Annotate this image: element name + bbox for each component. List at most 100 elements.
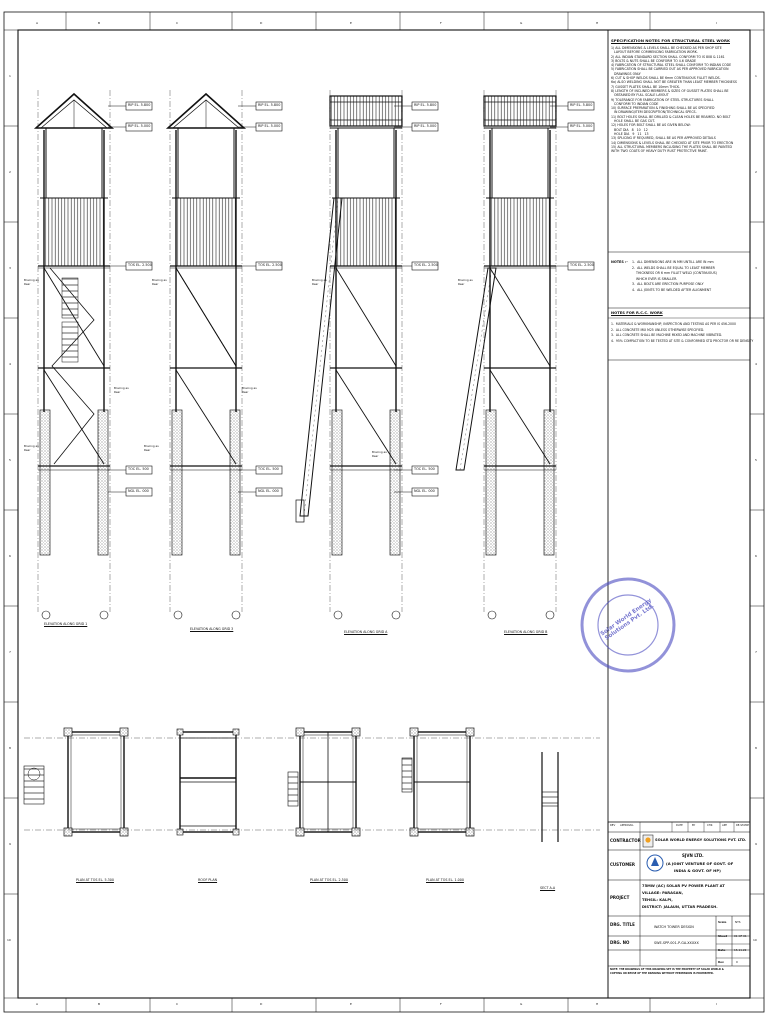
grid-number: 9 — [755, 842, 757, 846]
grid-letter: C — [176, 21, 179, 25]
plan-label: PLAN AT TOS EL. 1.000 — [426, 878, 464, 882]
grid-letter: G — [520, 1002, 523, 1006]
grid-number: 7 — [9, 650, 11, 654]
note-line: 3. ALL CONCRETE SHALL BE MACHINE MIXED A… — [611, 333, 723, 338]
level-ridge: RIP EL. 5.800 — [258, 103, 281, 107]
grid-letter: I — [716, 1002, 717, 1006]
contractor-name: SOLAR WORLD ENERGY SOLUTIONS PVT. LTD. — [655, 838, 747, 842]
level-floor: TOS EL. 2.500 — [414, 263, 438, 267]
note-line: 3) BOLTS & NUTS SHALL BE CONFORM TO 4.6 … — [611, 58, 697, 63]
plan-label: PLAN AT TOS EL. 5.300 — [76, 878, 114, 882]
note-line: 1. MATERIALS & WORKMANSHIP, INSPECTION A… — [611, 322, 736, 326]
project-line: 75MW (AC) SOLAR PV POWER PLANT AT — [642, 884, 725, 888]
note-line: THICKNESS OR 6 mm FILLET WELD (CONTINUOU… — [632, 271, 717, 276]
grid-letter: E — [350, 21, 352, 25]
note-line: 5) FABRICATION SHALL BE CARRIED OUT AS P… — [611, 67, 729, 72]
drg-no-label: DRG. NO — [610, 940, 630, 945]
rev-header: APPROVAL — [620, 824, 634, 827]
company-stamp — [580, 577, 676, 673]
bracing-note: Bracing as Rear — [242, 386, 257, 394]
note-line: 4. 95% COMPACTION TO BE TESTED AT SITE &… — [611, 338, 754, 343]
scale-label: Scale — [718, 920, 727, 924]
grid-number: 5 — [9, 458, 11, 462]
grid-letter: H — [596, 1002, 599, 1006]
level-eave: RIP EL. 5.000 — [570, 124, 593, 128]
elevation-grid-a — [295, 90, 403, 620]
note-line: 13) SPLICING IF REQUIRED, SHALL BE AS PE… — [611, 136, 716, 141]
note-line: CONFORM TO INDIAN CODE — [611, 101, 659, 106]
note-line: HOLE SHALL BE GAS CUT. — [611, 119, 655, 124]
grid-letter: C — [176, 1002, 179, 1006]
drg-no: SWE-SPP-001-P-GA-XXXXX — [654, 941, 699, 945]
grid-number: 6 — [755, 554, 757, 558]
note-line: 3. ALL BOLTS ARE ERECTION PURPOSE ONLY — [632, 282, 704, 287]
grid-number: 1 — [9, 74, 11, 78]
note-line: 2. ALL CONCRETE MIX M25 UNLESS OTHERWISE… — [611, 327, 705, 332]
plan-label: ROOF PLAN — [198, 878, 218, 882]
grid-letter: H — [596, 21, 599, 25]
note-line: 7) GUSSET PLATES SHALL BE 10mm THICK. — [611, 84, 681, 89]
date-label: Date — [718, 948, 726, 952]
customer-line: (A JOINT VENTURE OF GOVT. OF — [666, 861, 734, 866]
note-line: 4. ALL JOINTS TO BE WELDED AFTER ALIGNME… — [632, 287, 712, 292]
grid-number: 3 — [755, 266, 757, 270]
project-line: VILLAGE: PARASAN, — [642, 891, 683, 895]
note-line: HOLE DIA 9 11 13 — [611, 131, 649, 136]
contractor-label: CONTRACTOR — [610, 838, 641, 843]
title-block-note: COPYING OR REUSE OF THE DRAWING WITHOUT … — [610, 972, 714, 975]
bracing-note: Bracing as Rear — [458, 278, 473, 286]
rev-header: CHK — [707, 824, 713, 827]
note-line: DRAWINGS ONLY — [611, 71, 641, 76]
bracing-note: Bracing as Rear — [24, 278, 39, 286]
grid-letter: F — [440, 21, 442, 25]
bracing-note: Bracing as Rear — [372, 450, 387, 458]
grid-number: 3 — [9, 266, 11, 270]
level-ridge: RIP EL. 5.800 — [570, 103, 593, 107]
note-line: WITH TWO COATS OF HEAVY DUTY RUST PROTEC… — [611, 149, 708, 154]
grid-letter: F — [440, 1002, 442, 1006]
notes-label: NOTES :- — [611, 260, 628, 264]
note-line: 4) FABRICATION OF STRUCTURAL STEEL SHALL… — [611, 63, 732, 68]
note-line: 6) CUT & SHOP WELDS SHALL BE 6mm CONTINU… — [611, 76, 721, 81]
rev-header: DATE — [676, 824, 683, 827]
grid-letter: B — [98, 21, 101, 25]
rev-value: 0 — [736, 960, 738, 964]
project-label: PROJECT — [610, 895, 630, 900]
scale-value: NTS — [735, 920, 741, 924]
sheet-value: 01 OF 01 — [734, 934, 747, 938]
elevation-grid-3 — [167, 90, 245, 620]
note-line: WHICH EVER IS SMALLER. — [632, 276, 678, 281]
note-line: OBTAINED BY FULL SCALE LAYOUT — [611, 93, 669, 98]
grid-letter: B — [98, 1002, 101, 1006]
contractor-logo — [642, 834, 654, 848]
plan-label: PLAN AT TOS EL. 2.500 — [310, 878, 348, 882]
drg-title-label: DRG. TITLE — [610, 922, 635, 927]
note-line: 12) HOLES FOR BOLT SHALL BE AS GIVEN BEL… — [611, 123, 691, 128]
note-line: 11) BOLT HOLES SHALL BE DRILLED & CLEAN … — [611, 114, 731, 119]
level-ngl: NGL EL. 000 — [414, 489, 435, 493]
level-toc: TOC EL. 500 — [258, 467, 279, 471]
title-block-note: NOTE: THE DRAWINGS OF THIS DRAWING SET I… — [610, 968, 724, 971]
level-eave: RIP EL. 5.000 — [258, 124, 281, 128]
bracing-note: Bracing as Rear — [144, 444, 159, 452]
bracing-note: Bracing as Rear — [24, 444, 39, 452]
rcc-title: NOTES FOR R.C.C. WORK — [611, 311, 663, 315]
rev-label: Rev — [718, 960, 724, 964]
note-line: 8) LENGTH OF INCLINED MEMBERS & SIZES OF… — [611, 88, 729, 93]
grid-number: 8 — [9, 746, 11, 750]
note-line: LAYOUT BEFORE COMMENCING FABRICATION WOR… — [611, 50, 698, 55]
note-line: 2) ALL INDIAN STANDARD SECTION SHALL CON… — [611, 54, 725, 59]
customer-logo — [646, 854, 664, 872]
note-line: 2. ALL WELDS SHALL BE EQUAL TO LEAST MEM… — [632, 265, 715, 270]
level-floor: TOS EL. 2.500 — [128, 263, 152, 267]
grid-number: 7 — [755, 650, 757, 654]
spec-title: SPECIFICATION NOTES FOR STRUCTURAL STEEL… — [611, 38, 730, 43]
note-line: IN DRAWING/ITEM DESCRIPTION/TECHNICAL SP… — [611, 110, 697, 115]
grid-number: 2 — [755, 170, 757, 174]
level-ridge: RIP EL. 5.800 — [128, 103, 151, 107]
customer-line: INDIA & GOVT. OF HP) — [674, 868, 721, 873]
rev-header: BY — [692, 824, 696, 827]
grid-letter: E — [350, 1002, 352, 1006]
note-line: 14) DIMENSIONS & LEVELS SHALL BE CHECKED… — [611, 140, 734, 145]
